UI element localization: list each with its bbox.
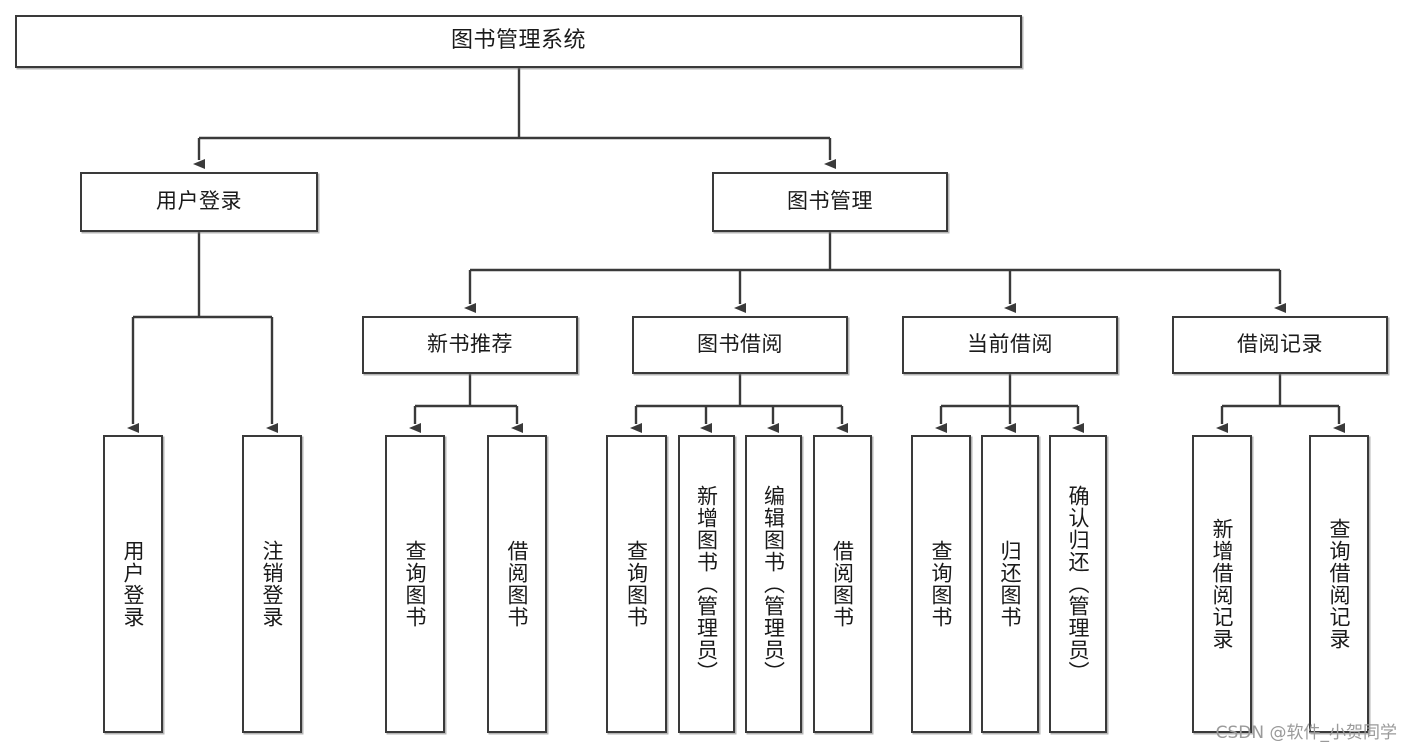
node-user-login[interactable]: 用户登录 — [80, 172, 318, 232]
node-label: 借阅图书 — [830, 540, 855, 628]
node-label: 确认归还（管理员） — [1066, 485, 1091, 683]
leaf-book-borrow-edit[interactable]: 编辑图书（管理员） — [745, 435, 802, 733]
node-label: 归还图书 — [998, 540, 1023, 628]
node-label: 用户登录 — [156, 189, 242, 214]
node-new-book-recommend[interactable]: 新书推荐 — [362, 316, 578, 374]
node-label: 借阅记录 — [1237, 332, 1323, 357]
node-label: 图书管理系统 — [450, 28, 586, 54]
leaf-new-book-query[interactable]: 查询图书 — [385, 435, 445, 733]
leaf-borrow-record-add[interactable]: 新增借阅记录 — [1192, 435, 1252, 733]
node-label: 查询图书 — [929, 540, 954, 628]
node-label: 当前借阅 — [967, 332, 1053, 357]
leaf-borrow-record-query[interactable]: 查询借阅记录 — [1309, 435, 1369, 733]
leaf-book-borrow-borrow[interactable]: 借阅图书 — [813, 435, 872, 733]
node-root-book-management-system[interactable]: 图书管理系统 — [15, 15, 1022, 68]
leaf-current-borrow-return[interactable]: 归还图书 — [981, 435, 1039, 733]
node-label: 查询图书 — [403, 540, 428, 628]
leaf-current-borrow-confirm-return[interactable]: 确认归还（管理员） — [1049, 435, 1107, 733]
node-borrow-record[interactable]: 借阅记录 — [1172, 316, 1388, 374]
leaf-user-login-login[interactable]: 用户登录 — [103, 435, 163, 733]
leaf-book-borrow-add[interactable]: 新增图书（管理员） — [678, 435, 735, 733]
node-label: 新增图书（管理员） — [694, 485, 719, 683]
node-label: 查询借阅记录 — [1327, 518, 1352, 650]
leaf-user-login-logout[interactable]: 注销登录 — [242, 435, 302, 733]
node-label: 用户登录 — [121, 540, 146, 628]
watermark: CSDN @软件_小贺同学 — [1215, 723, 1397, 743]
node-label: 图书借阅 — [697, 332, 783, 357]
node-book-borrow[interactable]: 图书借阅 — [632, 316, 848, 374]
leaf-current-borrow-query[interactable]: 查询图书 — [911, 435, 971, 733]
node-label: 查询图书 — [624, 540, 649, 628]
node-label: 编辑图书（管理员） — [761, 485, 786, 683]
node-label: 注销登录 — [260, 540, 285, 628]
node-label: 借阅图书 — [505, 540, 530, 628]
node-label: 图书管理 — [787, 189, 873, 214]
node-label: 新书推荐 — [427, 332, 513, 357]
node-current-borrow[interactable]: 当前借阅 — [902, 316, 1118, 374]
leaf-book-borrow-query[interactable]: 查询图书 — [606, 435, 667, 733]
node-label: 新增借阅记录 — [1210, 518, 1235, 650]
node-book-management[interactable]: 图书管理 — [712, 172, 948, 232]
leaf-new-book-borrow[interactable]: 借阅图书 — [487, 435, 547, 733]
